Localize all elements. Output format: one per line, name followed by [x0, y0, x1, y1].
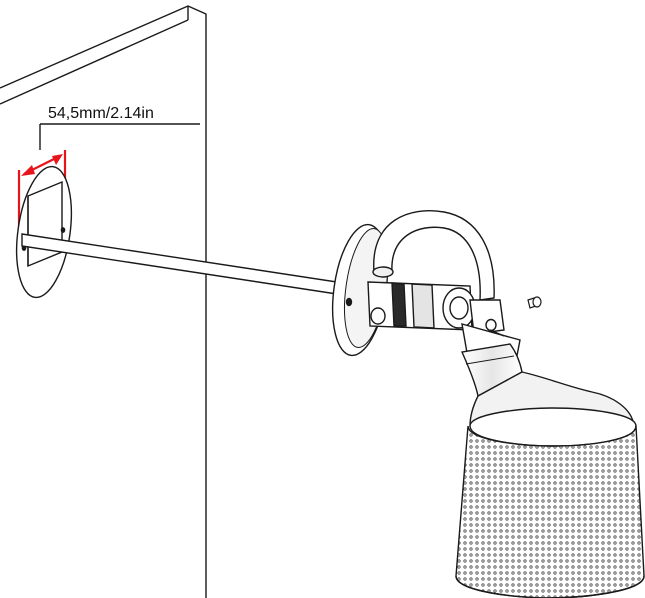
- wall-panel: [0, 5, 207, 598]
- lamp-head-top: [469, 371, 637, 447]
- dimension-label: 54,5mm/2.14in: [48, 105, 154, 122]
- dimension-arrowhead-right: [52, 154, 63, 165]
- screw-part: [527, 296, 542, 309]
- lamp-speaker-grille: [455, 425, 645, 598]
- dimension-arrowhead-left: [21, 165, 35, 176]
- alignment-rod: [21, 233, 351, 297]
- lamp-arch-handle: [372, 210, 495, 301]
